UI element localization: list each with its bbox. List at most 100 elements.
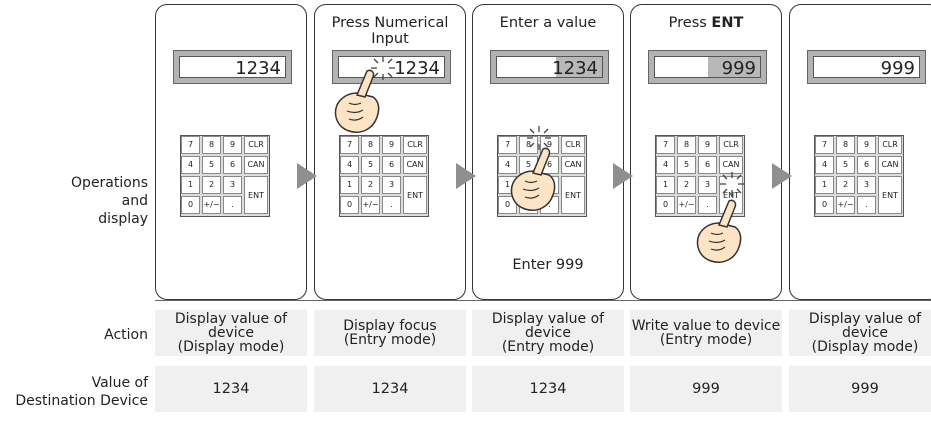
pointing-hand-icon: [510, 147, 556, 211]
keypad-key-decimal[interactable]: .: [382, 196, 401, 214]
keypad-key-decimal[interactable]: .: [698, 196, 717, 214]
numerical-input-field[interactable]: 999: [813, 56, 920, 78]
keypad-key-2[interactable]: 2: [677, 176, 696, 194]
keypad-key-decimal[interactable]: .: [857, 196, 876, 214]
keypad-key-0[interactable]: 0: [498, 196, 517, 214]
keypad-key-3[interactable]: 3: [382, 176, 401, 194]
keypad-key-6[interactable]: 6: [223, 156, 242, 174]
keypad-key-1[interactable]: 1: [340, 176, 359, 194]
keypad-key-9[interactable]: 9: [857, 136, 876, 154]
keypad-key-5[interactable]: 5: [361, 156, 380, 174]
numerical-input-display[interactable]: 1234: [490, 50, 609, 84]
device-value-cell: 1234: [314, 366, 466, 412]
keypad-key-3[interactable]: 3: [698, 176, 717, 194]
keypad-key-6[interactable]: 6: [698, 156, 717, 174]
keypad-key-2[interactable]: 2: [836, 176, 855, 194]
keypad-key-0[interactable]: 0: [181, 196, 200, 214]
keypad-key-0[interactable]: 0: [340, 196, 359, 214]
keypad-key-3[interactable]: 3: [223, 176, 242, 194]
keypad-key-7[interactable]: 7: [498, 136, 517, 154]
numerical-input-field[interactable]: 1234: [179, 56, 286, 78]
keypad-key-clr[interactable]: CLR: [561, 136, 585, 154]
device-value-cell: 999: [789, 366, 931, 412]
keypad-key-clr[interactable]: CLR: [719, 136, 743, 154]
keypad-key-3[interactable]: 3: [857, 176, 876, 194]
keypad-key-7[interactable]: 7: [181, 136, 200, 154]
keypad-key-7[interactable]: 7: [815, 136, 834, 154]
keypad-key-1[interactable]: 1: [656, 176, 675, 194]
action-text: Display value of: [808, 311, 922, 327]
keypad-key-9[interactable]: 9: [382, 136, 401, 154]
keypad-key-0[interactable]: 0: [656, 196, 675, 214]
keypad-key-4[interactable]: 4: [656, 156, 675, 174]
keypad-key-7[interactable]: 7: [656, 136, 675, 154]
keypad-key-9[interactable]: 9: [223, 136, 242, 154]
keypad-key-1[interactable]: 1: [181, 176, 200, 194]
keypad-key-can[interactable]: CAN: [719, 156, 743, 174]
keypad-key-can[interactable]: CAN: [878, 156, 902, 174]
keypad-key-1[interactable]: 1: [815, 176, 834, 194]
step-title: Enter a value: [499, 15, 597, 31]
keypad-key-2[interactable]: 2: [361, 176, 380, 194]
keypad-key-clr[interactable]: CLR: [878, 136, 902, 154]
keypad-key-9[interactable]: 9: [698, 136, 717, 154]
device-value-cell: 1234: [155, 366, 307, 412]
numerical-input-field[interactable]: 999: [654, 56, 761, 78]
keypad-key-clr[interactable]: CLR: [403, 136, 427, 154]
keypad-key-can[interactable]: CAN: [561, 156, 585, 174]
action-text: Write value to device: [631, 318, 781, 334]
keypad-key-plus-minus[interactable]: +/−: [361, 196, 380, 214]
keypad-key-plus-minus[interactable]: +/−: [836, 196, 855, 214]
keypad-key-8[interactable]: 8: [361, 136, 380, 154]
keypad-key-4[interactable]: 4: [181, 156, 200, 174]
keypad-key-8[interactable]: 8: [836, 136, 855, 154]
keypad-key-4[interactable]: 4: [498, 156, 517, 174]
action-cell: Write value to device(Entry mode): [630, 310, 782, 356]
keypad-key-4[interactable]: 4: [340, 156, 359, 174]
row-label-value-line1: Value of: [91, 375, 148, 391]
keypad-key-0[interactable]: 0: [815, 196, 834, 214]
keypad-key-clr[interactable]: CLR: [244, 136, 268, 154]
numerical-input-display[interactable]: 1234: [332, 50, 451, 84]
keypad-key-5[interactable]: 5: [202, 156, 221, 174]
keypad-key-6[interactable]: 6: [382, 156, 401, 174]
keypad-key-4[interactable]: 4: [815, 156, 834, 174]
keypad-key-8[interactable]: 8: [202, 136, 221, 154]
keypad-key-plus-minus[interactable]: +/−: [202, 196, 221, 214]
keypad-key-5[interactable]: 5: [677, 156, 696, 174]
keypad-key-2[interactable]: 2: [202, 176, 221, 194]
keypad-key-can[interactable]: CAN: [403, 156, 427, 174]
keypad-key-ent[interactable]: ENT: [878, 176, 902, 214]
numerical-input-field[interactable]: 1234: [496, 56, 603, 78]
keypad-key-ent[interactable]: ENT: [561, 176, 585, 214]
keypad-key-6[interactable]: 6: [857, 156, 876, 174]
keypad-key-decimal[interactable]: .: [223, 196, 242, 214]
numerical-input-display[interactable]: 999: [648, 50, 767, 84]
keypad-key-ent[interactable]: ENT: [403, 176, 427, 214]
numerical-input-field[interactable]: 1234: [338, 56, 445, 78]
numerical-input-display[interactable]: 1234: [173, 50, 292, 84]
tap-spark-icon: [720, 172, 744, 196]
display-value: 1234: [552, 58, 598, 78]
numerical-input-display[interactable]: 999: [807, 50, 926, 84]
keypad-key-8[interactable]: 8: [677, 136, 696, 154]
row-label-operations: Operations and display: [60, 174, 148, 228]
keypad-key-can[interactable]: CAN: [244, 156, 268, 174]
action-text: device: [525, 325, 571, 341]
action-text: Display value of: [491, 311, 605, 327]
action-text: (Entry mode): [343, 332, 437, 348]
device-value-cell: 1234: [472, 366, 624, 412]
keypad-key-8[interactable]: 8: [519, 136, 538, 154]
keypad-key-7[interactable]: 7: [340, 136, 359, 154]
keypad-key-plus-minus[interactable]: +/−: [677, 196, 696, 214]
keypad-key-5[interactable]: 5: [836, 156, 855, 174]
keypad-key-ent[interactable]: ENT: [244, 176, 268, 214]
